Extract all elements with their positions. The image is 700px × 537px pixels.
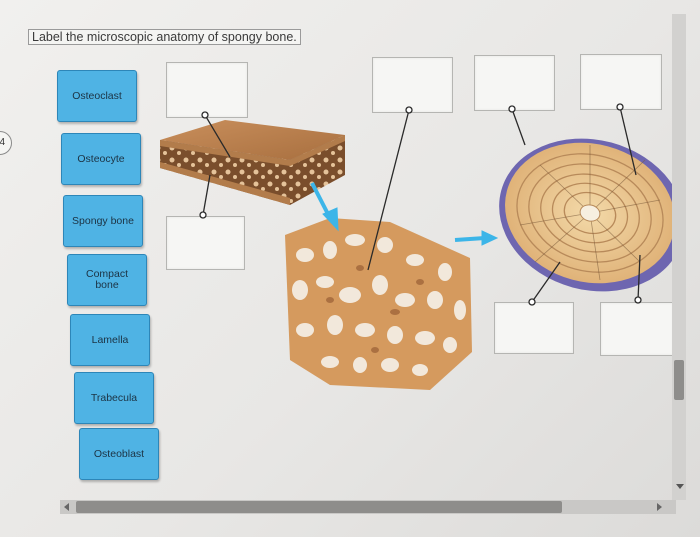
scroll-down-arrow-icon[interactable] [676,484,684,489]
drop-target-3[interactable] [474,55,555,111]
scroll-left-arrow-icon[interactable] [64,503,69,511]
label-spongy-bone[interactable]: Spongy bone [63,195,143,247]
scroll-right-arrow-icon[interactable] [657,503,662,511]
drop-target-2[interactable] [372,57,453,113]
drop-target-6[interactable] [494,302,574,354]
horizontal-scroll-thumb[interactable] [76,501,562,513]
label-lamella[interactable]: Lamella [70,314,150,366]
vertical-scroll-thumb[interactable] [674,360,684,400]
vertical-scrollbar[interactable] [672,14,686,500]
spongy-bone-block [285,218,472,390]
process-arrows [310,182,499,246]
label-osteoclast[interactable]: Osteoclast [57,70,137,122]
label-osteocyte[interactable]: Osteocyte [61,133,141,185]
label-compact-bone[interactable]: Compact bone [67,254,147,306]
osteon-cross-section [499,138,685,292]
label-osteoblast[interactable]: Osteoblast [79,428,159,480]
bone-slab-section [160,120,345,205]
label-trabecula[interactable]: Trabecula [74,372,154,424]
question-prompt: Label the microscopic anatomy of spongy … [28,29,301,45]
